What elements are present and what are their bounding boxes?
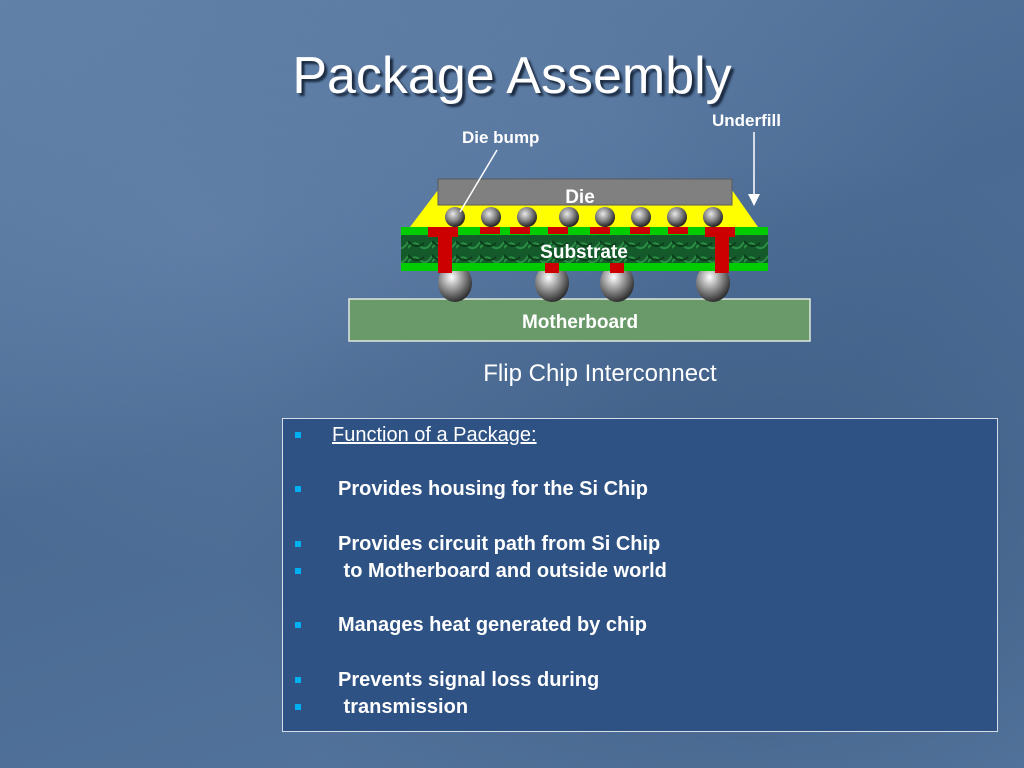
die-bump-label: Die bump [462, 128, 539, 147]
underfill-label: Underfill [712, 111, 781, 130]
diagram-caption: Flip Chip Interconnect [483, 360, 717, 387]
die-bump [595, 207, 615, 227]
motherboard-label: Motherboard [522, 312, 638, 333]
bullet-text: Function of a Package: [332, 424, 537, 446]
die-bump [559, 207, 579, 227]
bullet-square-icon [295, 677, 301, 683]
substrate-label: Substrate [540, 242, 628, 263]
substrate-vias [428, 227, 735, 273]
bullet-text: Provides circuit path from Si Chip [338, 533, 661, 555]
bullet-square-icon [295, 622, 301, 628]
slide-title: Package Assembly [292, 47, 732, 105]
solder-balls [438, 264, 730, 302]
bullet-square-icon [295, 568, 301, 574]
die-bump-pointer [459, 149, 498, 213]
substrate-bottom-layer [401, 263, 768, 271]
die-bump [481, 207, 501, 227]
bullet-square-icon [295, 486, 301, 492]
bullet-square-icon [295, 432, 301, 438]
solder-ball [696, 264, 730, 302]
underfill-arrow-head [748, 194, 760, 206]
bullet-text: to Motherboard and outside world [338, 560, 667, 582]
die-bump [631, 207, 651, 227]
solder-ball [600, 264, 634, 302]
die-bump [667, 207, 687, 227]
bullet-square-icon [295, 704, 301, 710]
die-bump [703, 207, 723, 227]
die-block [437, 178, 733, 206]
bullet-text: transmission [338, 696, 469, 718]
bullet-square-icon [295, 541, 301, 547]
motherboard-block [348, 298, 811, 342]
bullet-text: Provides housing for the Si Chip [338, 478, 649, 500]
die-label: Die [565, 187, 595, 208]
substrate-top-layer [401, 227, 768, 235]
solder-ball [535, 264, 569, 302]
bullet-text: Prevents signal loss during [338, 669, 600, 691]
solder-ball [438, 264, 472, 302]
package-function-textbox: Function of a Package: Provides housing f… [282, 418, 998, 732]
die-bumps [445, 207, 723, 227]
flip-chip-diagram: Motherboard Die [348, 111, 811, 342]
die-bump [517, 207, 537, 227]
bullet-text: Manages heat generated by chip [338, 614, 647, 636]
